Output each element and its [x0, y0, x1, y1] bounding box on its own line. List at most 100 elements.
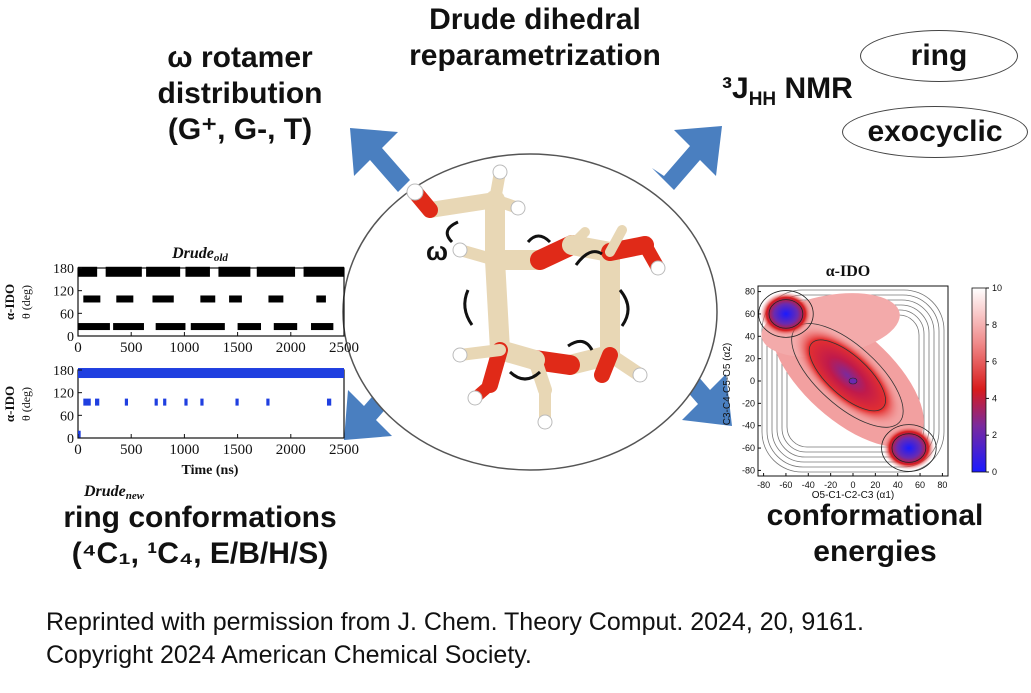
colorbar-tick-label: 2 — [992, 430, 997, 440]
ring-oval-label: ring — [910, 39, 968, 72]
rotation-arrows — [445, 220, 630, 381]
heatmap-contour — [891, 433, 927, 463]
heatmap-x-tick-label: -60 — [779, 480, 792, 490]
heatmap-minimum — [882, 425, 935, 471]
hydrogen-atom — [467, 390, 483, 406]
rotation-arrow — [508, 370, 542, 381]
old-chart-title-main: Drude — [171, 245, 214, 262]
exocyclic-oval: exocyclic — [842, 106, 1028, 158]
new-y-tick-label: 0 — [67, 432, 74, 447]
omega-title-line2: distribution — [157, 77, 323, 110]
old-data-band — [152, 295, 174, 303]
new-x-tick-label: 500 — [120, 442, 143, 458]
rotation-arrow — [618, 289, 630, 327]
omega-symbol: ω — [426, 236, 448, 266]
new-ylabel: θ (deg) — [19, 387, 33, 421]
heatmap-x-tick-label: 20 — [870, 480, 880, 490]
heatmap-contour — [881, 424, 937, 472]
old-chart-title-sub: old — [214, 252, 229, 264]
heatmap-colorbar — [971, 287, 987, 473]
new-x-tick-label: 0 — [74, 442, 82, 458]
heatmap-x-tick-label: 40 — [893, 480, 903, 490]
old-data-band — [303, 266, 344, 277]
new-chart-xlabel: Time (ns) — [182, 463, 239, 478]
old-y-tick-label: 60 — [60, 307, 74, 322]
old-data-band — [78, 266, 98, 277]
new-x-tick-label: 2000 — [276, 442, 306, 458]
old-data-band — [83, 295, 101, 303]
heatmap-region — [791, 323, 904, 428]
old-x-tick-label: 500 — [120, 340, 143, 356]
old-data-band — [268, 295, 284, 303]
hydrogen-atom — [452, 242, 468, 258]
old-plot-frame — [77, 267, 345, 337]
heatmap-x-tick-label: 0 — [850, 480, 855, 490]
new-y-tick-label: 60 — [60, 409, 74, 424]
rotation-arrow — [445, 220, 459, 244]
rotation-arrow — [463, 289, 474, 326]
new-data-band — [326, 398, 332, 406]
old-data-band — [200, 295, 216, 303]
new-plot-frame — [77, 369, 345, 439]
old-data-band — [78, 323, 110, 331]
conformational-energies-title: conformational energies — [740, 498, 1010, 570]
old-data-band — [218, 266, 251, 277]
new-data-band — [266, 398, 270, 406]
arrow-up-left — [350, 128, 420, 192]
omega-rotamer-title: ω rotamer distribution (G⁺, G-, T) — [130, 40, 350, 148]
new-chart-title: Drudenew — [83, 483, 145, 502]
exocyclic-oval-label: exocyclic — [867, 115, 1003, 148]
new-data-band — [95, 398, 100, 406]
colorbar-tick-label: 10 — [992, 283, 1002, 293]
new-data-band — [200, 398, 204, 406]
heatmap-x-tick-label: 80 — [937, 480, 947, 490]
heatmap-minimum — [848, 377, 858, 385]
old-y-tick-label: 120 — [53, 285, 74, 300]
old-x-tick-label: 2000 — [276, 340, 306, 356]
ring-conformations-title: ring conformations (⁴C₁, ¹C₄, E/B/H/S) — [20, 500, 380, 572]
old-data-band — [105, 266, 142, 277]
old-data-band — [185, 266, 210, 277]
heatmap-contour — [808, 339, 886, 412]
hydrogen-atom — [632, 367, 648, 383]
ring-title-line1: ring conformations — [63, 501, 337, 534]
new-data-band — [235, 398, 239, 406]
old-y-tick-label: 180 — [53, 262, 74, 277]
hydrogen-atom — [650, 260, 666, 276]
heatmap-y-tick-label: 0 — [750, 376, 755, 386]
new-data-band — [124, 398, 129, 406]
old-data-band — [311, 323, 334, 331]
heatmap-y-tick-label: -40 — [742, 421, 755, 431]
colorbar-tick-label: 8 — [992, 320, 997, 330]
bond — [605, 225, 627, 257]
new-data-band — [78, 368, 344, 379]
new-x-tick-label: 2500 — [329, 442, 359, 458]
old-data-band — [316, 295, 326, 303]
heatmap-y-tick-label: 80 — [745, 287, 755, 297]
credit-text: Reprinted with permission from J. Chem. … — [46, 606, 864, 671]
new-ylabel-top: α-IDO — [2, 386, 17, 422]
credit-line2: Copyright 2024 American Chemical Society… — [46, 640, 532, 669]
new-chart-title-sub: new — [126, 490, 145, 502]
new-x-tick-label: 1500 — [223, 442, 253, 458]
conf-title-line2: energies — [813, 535, 937, 568]
new-y-tick-label: 120 — [53, 387, 74, 402]
old-data-band — [155, 323, 186, 331]
bond — [422, 192, 503, 218]
old-x-tick-label: 1000 — [169, 340, 199, 356]
ring-oval: ring — [860, 30, 1018, 82]
heatmap-title: α-IDO — [826, 263, 870, 280]
new-y-tick-label: 180 — [53, 364, 74, 379]
molecule-structure — [406, 164, 666, 430]
arrow-up-right — [652, 126, 722, 190]
colorbar-tick-label: 0 — [992, 467, 997, 477]
heatmap-x-tick-label: -80 — [757, 480, 770, 490]
heatmap-y-tick-label: -80 — [742, 465, 755, 475]
omega-title-line1: ω rotamer — [167, 41, 313, 74]
nmr-subscript: HH — [748, 89, 777, 110]
old-data-band — [273, 323, 298, 331]
omega-title-line3: (G⁺, G-, T) — [167, 113, 313, 146]
drude-timeseries-panel: Drudeold 0 500 1000 1500 2000 2500 0 60 120 180 α-… — [2, 245, 359, 502]
